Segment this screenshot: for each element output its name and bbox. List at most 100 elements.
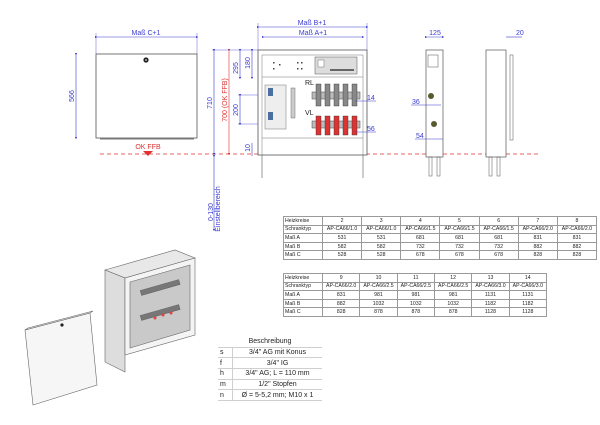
table-cell: 732 [478, 241, 519, 252]
dim-125: 125 [429, 30, 441, 37]
dim-295: 295 [233, 62, 240, 74]
description-key: h [218, 368, 233, 380]
table-cell: 2 [321, 216, 363, 226]
row-header: Maß C [283, 250, 323, 260]
table-cell: 5 [439, 216, 480, 226]
table-cell: 1032 [359, 298, 398, 309]
table-cell: 981 [433, 290, 473, 300]
table-cell: 1128 [471, 307, 510, 317]
manifold-valve [351, 115, 358, 136]
table-cell: 1128 [508, 307, 548, 317]
table-cell: 878 [359, 307, 398, 317]
description-title: Beschreibung [218, 337, 322, 348]
table-cell: 3 [361, 216, 402, 226]
description-text: 1/2" Stopfen [232, 379, 322, 391]
row-header: Maß B [283, 241, 323, 252]
row-header: Schranktyp [283, 281, 323, 292]
isometric-view [24, 249, 196, 406]
manifold-valve [342, 115, 349, 136]
dim-180: 180 [245, 57, 252, 69]
floor-marker-icon [143, 151, 153, 156]
table-cell: AP-CA66/2.0 [556, 224, 598, 235]
description-text: Ø = 5-5,2 mm; M10 x 1 [232, 389, 322, 402]
table-cell: 678 [400, 250, 441, 260]
manifold-valve [333, 83, 340, 107]
table-cell: 878 [396, 307, 435, 317]
table-cell: 831 [517, 233, 558, 243]
description-key: m [218, 379, 233, 391]
table-cell: 10 [359, 273, 398, 283]
dim-36: 36 [412, 99, 420, 106]
manifold-valve [324, 115, 331, 136]
table-cell: 4 [400, 216, 441, 226]
manifold-valve [342, 83, 349, 107]
dim-200: 200 [233, 104, 240, 116]
row-header: Maß C [283, 307, 323, 317]
table-cell: 1182 [471, 298, 510, 309]
table-cell: 528 [321, 250, 363, 260]
table-cell: 882 [517, 241, 558, 252]
adjust-label: Einstellbereich [215, 186, 222, 232]
table-cell: AP-CA66/2.5 [433, 281, 473, 292]
table-cell: AP-CA66/2.5 [359, 281, 398, 292]
dim-maß-c: Maß C+1 [132, 30, 161, 37]
table-cell: 831 [556, 233, 598, 243]
table-cell: 1182 [508, 298, 548, 309]
row-header: Maß B [283, 298, 323, 309]
table-cell: 582 [321, 241, 363, 252]
table-cell: AP-CA66/1.0 [321, 224, 363, 235]
dim-20: 20 [516, 30, 524, 37]
description-text: 3/4" AG mit Konus [232, 347, 322, 359]
adjust-range: 0-130 [208, 203, 215, 221]
description-text: 3/4" IG [232, 357, 322, 370]
row-header: Maß A [283, 233, 323, 243]
open-view: 710 700 (OK FFB) 295 180 200 10 Maß B+1 … [207, 20, 376, 178]
front-view: Maß C+1 566 OK FFB 0-130 Einstellbereich [69, 30, 222, 232]
dim-maß-b: Maß B+1 [298, 20, 327, 27]
table-cell: 12 [433, 273, 473, 283]
table-cell: 831 [321, 290, 361, 300]
table-cell: 681 [478, 233, 519, 243]
table-cell: 13 [471, 273, 510, 283]
label-rl: RL [305, 80, 314, 87]
table-cell: AP-CA66/3.0 [508, 281, 548, 292]
table-cell: 882 [556, 241, 598, 252]
side-view-closed: 20 [485, 30, 524, 177]
table-cell: 528 [361, 250, 402, 260]
table-cell: 8 [556, 216, 598, 226]
description-text: 3/4" AG; L = 110 mm [232, 368, 322, 380]
row-header: Heizkreise [283, 273, 323, 283]
table-cell: 828 [321, 307, 361, 317]
dim-maß-a: Maß A+1 [299, 30, 327, 37]
table-cell: AP-CA66/2.0 [321, 281, 361, 292]
dim-56: 56 [367, 126, 375, 133]
table-cell: 14 [508, 273, 548, 283]
dim-10: 10 [245, 144, 252, 152]
table-cell: 681 [439, 233, 480, 243]
dim-566: 566 [69, 90, 76, 102]
description-key: f [218, 357, 233, 370]
table-cell: 981 [396, 290, 435, 300]
table-cell: 6 [478, 216, 519, 226]
table-cell: 828 [517, 250, 558, 260]
table-cell: AP-CA66/1.0 [361, 224, 402, 235]
description-key: n [218, 389, 233, 402]
table-cell: 1131 [508, 290, 548, 300]
manifold-valve [315, 115, 322, 136]
table-cell: 878 [433, 307, 473, 317]
dim-710: 710 [207, 97, 214, 109]
table-cell: AP-CA66/2.0 [517, 224, 558, 235]
manifold-valve [333, 115, 340, 136]
manifold-valve [351, 83, 358, 107]
table-cell: AP-CA66/1.5 [478, 224, 519, 235]
